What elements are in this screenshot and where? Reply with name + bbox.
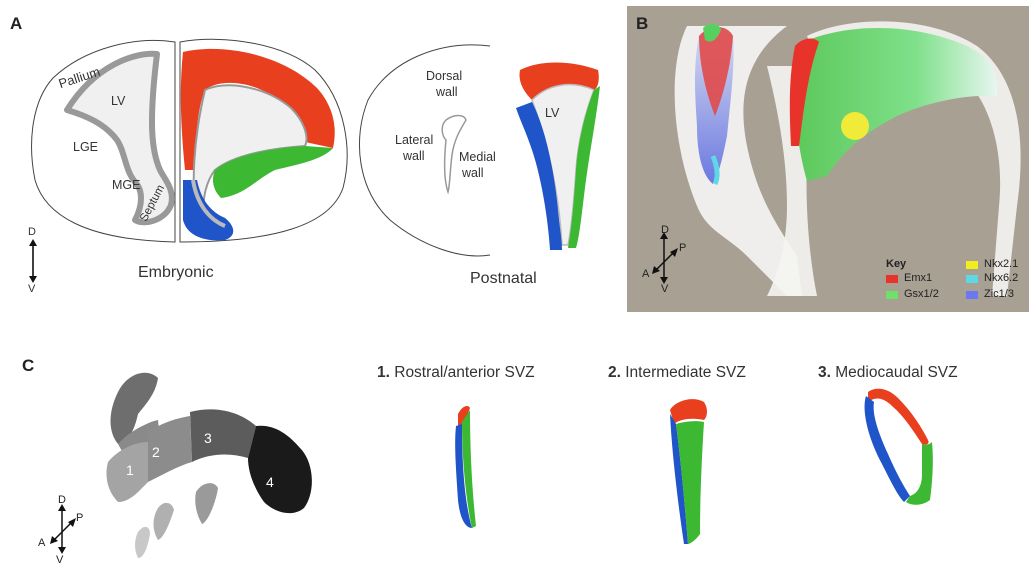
panel-c-axis: [42, 500, 84, 558]
label-dorsal-wall-1: Dorsal: [426, 69, 462, 83]
dv-axis-arrow: [26, 238, 40, 284]
key-swatch-nkx62: [966, 275, 978, 283]
svz-title-1-text: Rostral/anterior SVZ: [390, 364, 535, 381]
svz-title-2-text: Intermediate SVZ: [621, 364, 746, 381]
segment-label-3: 3: [204, 430, 212, 446]
svz-slice-intermediate: [660, 394, 720, 549]
panel-b-axis-d: D: [661, 224, 669, 236]
panel-c-axis-a: A: [38, 537, 45, 549]
svz-title-1-num: 1.: [377, 364, 390, 381]
label-lateral-wall-2: wall: [403, 149, 425, 163]
panel-b-axis-v: V: [661, 283, 668, 295]
panel-b-axis-p: P: [679, 242, 686, 254]
label-lateral-wall-1: Lateral: [395, 133, 433, 147]
label-lv-postnatal: LV: [545, 106, 559, 120]
key-swatch-zic13: [966, 291, 978, 299]
segment-label-2: 2: [152, 444, 160, 460]
panel-c-letter: C: [22, 356, 34, 376]
label-medial-wall-2: wall: [462, 166, 484, 180]
svz-title-1: 1. Rostral/anterior SVZ: [377, 364, 535, 382]
svz-title-2-num: 2.: [608, 364, 621, 381]
label-mge: MGE: [112, 178, 140, 192]
svz-slice-rostral: [446, 400, 486, 535]
panel-a-letter: A: [10, 14, 22, 34]
key-swatch-nkx21: [966, 261, 978, 269]
segment-label-4: 4: [266, 474, 274, 490]
panel-b-axis: [640, 228, 690, 290]
axis-d-label: D: [28, 226, 36, 238]
panel-c-axis-v: V: [56, 554, 63, 566]
panel-b-gsx-region: [794, 28, 998, 181]
svz-slice-mediocaudal: [852, 384, 952, 514]
key-label-zic13: Zic1/3: [984, 288, 1014, 300]
svz-title-3-num: 3.: [818, 364, 831, 381]
svz-segment-4: [248, 426, 312, 513]
svz-segment-3: [190, 409, 256, 462]
label-dorsal-wall-2: wall: [436, 85, 458, 99]
panel-b-nkx21-patch: [841, 112, 869, 140]
label-lv-embryonic: LV: [111, 94, 125, 108]
key-swatch-gsx12: [886, 291, 898, 299]
segment-label-1: 1: [126, 462, 134, 478]
key-label-nkx21: Nkx2.1: [984, 258, 1018, 270]
panel-c-axis-p: P: [76, 512, 83, 524]
caption-postnatal: Postnatal: [470, 270, 537, 288]
label-lge: LGE: [73, 140, 98, 154]
svz-title-3: 3. Mediocaudal SVZ: [818, 364, 958, 382]
svz-title-2: 2. Intermediate SVZ: [608, 364, 746, 382]
panel-b-axis-a: A: [642, 268, 649, 280]
key-label-emx1: Emx1: [904, 272, 932, 284]
axis-v-label: V: [28, 283, 35, 295]
panel-b-key-title: Key: [886, 258, 906, 270]
panel-c-axis-d: D: [58, 494, 66, 506]
panel-c-svz-segments-model: [78, 362, 338, 572]
key-swatch-emx1: [886, 275, 898, 283]
caption-embryonic: Embryonic: [138, 264, 214, 282]
key-label-gsx12: Gsx1/2: [904, 288, 939, 300]
svz-title-3-text: Mediocaudal SVZ: [831, 364, 958, 381]
label-medial-wall-1: Medial: [459, 150, 496, 164]
key-label-nkx62: Nkx6.2: [984, 272, 1018, 284]
